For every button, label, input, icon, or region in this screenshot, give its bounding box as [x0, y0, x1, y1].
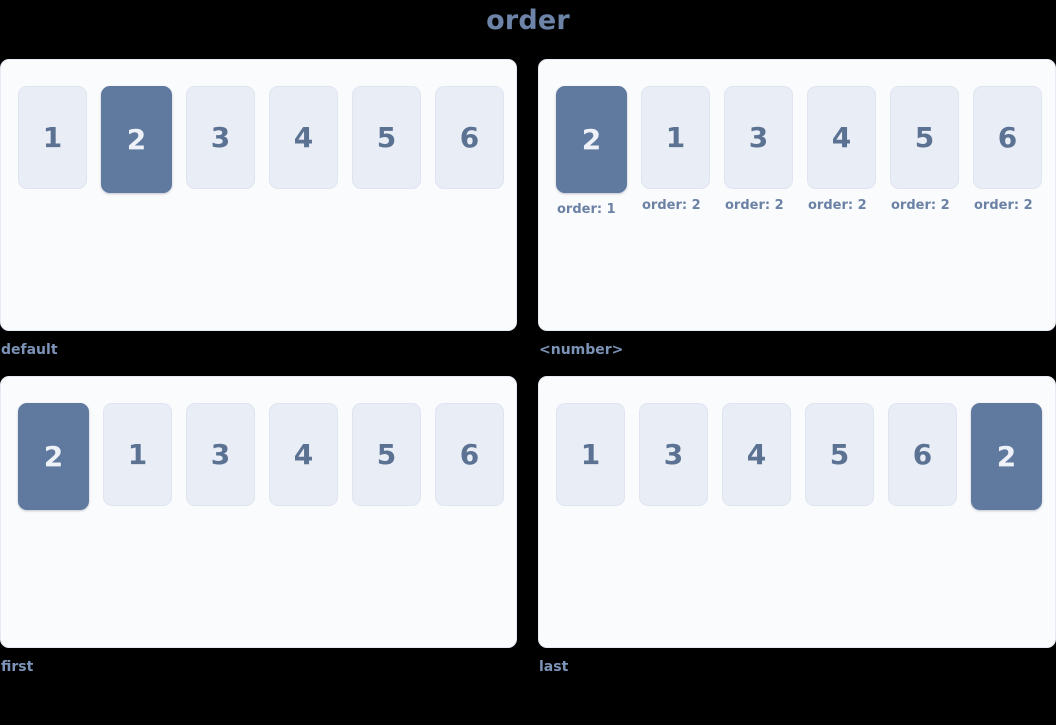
tile-item: 5: [352, 403, 421, 506]
tile-row-last: 1 3 4 5 6 2: [556, 403, 1055, 510]
tile-row-default: 1 2 3 4 5 6: [18, 86, 516, 193]
order-value-label: order: 2: [642, 198, 701, 213]
tile-item: 3: [639, 403, 708, 506]
tile-item: 6 order: 2: [973, 86, 1042, 214]
order-tile[interactable]: 3: [186, 403, 255, 506]
page-title: order: [486, 5, 570, 36]
tile-item: 1: [18, 86, 87, 189]
tile-item: 3: [186, 403, 255, 506]
order-tile[interactable]: 5: [352, 86, 421, 189]
order-tile[interactable]: 1: [641, 86, 710, 189]
order-value-label: order: 2: [725, 198, 784, 213]
demo-panel-last: 1 3 4 5 6 2: [538, 376, 1056, 648]
order-tile[interactable]: 5: [352, 403, 421, 506]
order-tile[interactable]: 4: [722, 403, 791, 506]
tile-item: 3 order: 2: [724, 86, 793, 214]
order-tile[interactable]: 3: [639, 403, 708, 506]
order-tile[interactable]: 3: [186, 86, 255, 189]
tile-item: 5: [352, 86, 421, 189]
tile-item: 2 order: 1: [556, 86, 627, 218]
tile-item: 4: [269, 86, 338, 189]
tile-item: 5 order: 2: [890, 86, 959, 214]
demo-panel-number: 2 order: 1 1 order: 2 3 order: 2 4 order…: [538, 59, 1056, 331]
order-tile-active[interactable]: 2: [556, 86, 627, 193]
order-tile[interactable]: 1: [556, 403, 625, 506]
tile-item: 6: [888, 403, 957, 506]
order-value-label: order: 2: [891, 198, 950, 213]
tile-item: 3: [186, 86, 255, 189]
order-tile[interactable]: 3: [724, 86, 793, 189]
order-tile[interactable]: 1: [103, 403, 172, 506]
order-tile[interactable]: 6: [435, 86, 504, 189]
tile-item: 4: [269, 403, 338, 506]
tile-item: 1 order: 2: [641, 86, 710, 214]
tile-item: 2: [971, 403, 1042, 510]
tile-item: 1: [556, 403, 625, 506]
order-tile-active[interactable]: 2: [18, 403, 89, 510]
tile-item: 6: [435, 86, 504, 189]
demo-cell-number: 2 order: 1 1 order: 2 3 order: 2 4 order…: [538, 59, 1056, 359]
order-tile[interactable]: 6: [435, 403, 504, 506]
tile-item: 2: [18, 403, 89, 510]
tile-item: 1: [103, 403, 172, 506]
panel-caption-last: last: [539, 659, 569, 675]
tile-row-number: 2 order: 1 1 order: 2 3 order: 2 4 order…: [556, 86, 1055, 218]
panel-caption-number: <number>: [539, 342, 624, 358]
demo-panel-first: 2 1 3 4 5 6: [0, 376, 517, 648]
tile-item: 4 order: 2: [807, 86, 876, 214]
demo-cell-last: 1 3 4 5 6 2: [538, 376, 1056, 676]
tile-row-first: 2 1 3 4 5 6: [18, 403, 516, 510]
order-tile[interactable]: 4: [807, 86, 876, 189]
order-tile[interactable]: 5: [805, 403, 874, 506]
panel-caption-first: first: [1, 659, 34, 675]
demo-cell-default: 1 2 3 4 5 6: [0, 59, 517, 359]
order-value-label: order: 2: [974, 198, 1033, 213]
order-tile[interactable]: 6: [973, 86, 1042, 189]
order-tile[interactable]: 5: [890, 86, 959, 189]
order-tile-active[interactable]: 2: [971, 403, 1042, 510]
tile-item: 6: [435, 403, 504, 506]
order-tile[interactable]: 1: [18, 86, 87, 189]
order-value-label: order: 1: [557, 202, 616, 217]
tile-item: 4: [722, 403, 791, 506]
order-tile-active[interactable]: 2: [101, 86, 172, 193]
demo-panel-default: 1 2 3 4 5 6: [0, 59, 517, 331]
panel-caption-default: default: [1, 342, 58, 358]
demo-panel-grid: 1 2 3 4 5 6: [0, 59, 1056, 676]
tile-item: 5: [805, 403, 874, 506]
tile-item: 2: [101, 86, 172, 193]
order-tile[interactable]: 4: [269, 86, 338, 189]
demo-cell-first: 2 1 3 4 5 6: [0, 376, 517, 676]
order-value-label: order: 2: [808, 198, 867, 213]
order-tile[interactable]: 6: [888, 403, 957, 506]
order-tile[interactable]: 4: [269, 403, 338, 506]
